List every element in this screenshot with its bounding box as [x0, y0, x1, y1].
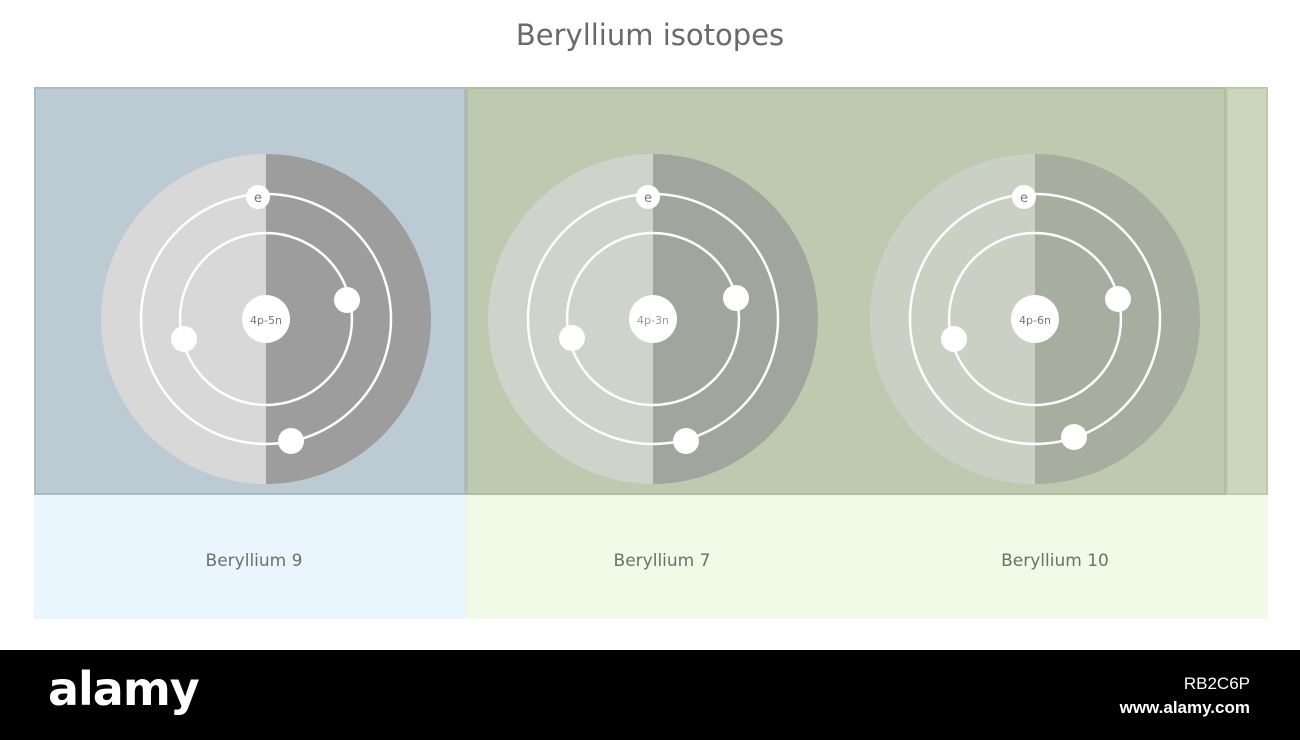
- image-id: RB2C6P: [1183, 674, 1250, 693]
- electron-marker: [636, 185, 660, 209]
- electron: [723, 285, 749, 311]
- electron: [334, 287, 360, 313]
- nucleus: [629, 295, 677, 343]
- atom-shadow-half: [1035, 154, 1200, 484]
- watermark-url: www.alamy.com: [1119, 698, 1250, 717]
- inner-orbit: [565, 231, 741, 407]
- atom-beryllium-7: e 4p-3n: [488, 154, 818, 484]
- atom-shadow-half: [653, 154, 818, 484]
- electron: [1061, 424, 1087, 450]
- electron: [941, 326, 967, 352]
- nucleus: [1011, 295, 1059, 343]
- electron: [559, 325, 585, 351]
- inner-orbit: [947, 231, 1123, 407]
- panel-edge-top: [1226, 87, 1268, 495]
- electron: [171, 326, 197, 352]
- electron-symbol: e: [1020, 191, 1028, 206]
- panel-green-label-area: [466, 495, 1268, 619]
- watermark-footer: alamy RB2C6P www.alamy.com: [0, 650, 1300, 740]
- panel-beryllium-9-label-area: [34, 495, 466, 619]
- atom-beryllium-10: e 4p-6n: [870, 154, 1200, 484]
- electron-symbol: e: [254, 191, 262, 206]
- nucleus: [242, 295, 290, 343]
- electron-symbol: e: [644, 191, 652, 206]
- diagram-title: Beryllium isotopes: [515, 18, 785, 52]
- electron: [278, 428, 304, 454]
- nucleus-label: 4p-6n: [1019, 314, 1051, 327]
- alamy-logo: alamy: [48, 662, 200, 716]
- electron-marker: [246, 185, 270, 209]
- nucleus-label: 4p-5n: [250, 314, 282, 327]
- atom-shadow-half: [266, 154, 431, 484]
- isotope-label-beryllium-9: Beryllium 9: [205, 551, 303, 571]
- nucleus-label: 4p-3n: [637, 314, 669, 327]
- electron: [673, 428, 699, 454]
- isotope-label-beryllium-10: Beryllium 10: [1001, 551, 1109, 571]
- inner-orbit: [178, 231, 354, 407]
- isotope-label-beryllium-7: Beryllium 7: [613, 551, 711, 571]
- electron-marker: [1012, 185, 1036, 209]
- atom-beryllium-9: e 4p-5n: [101, 154, 431, 484]
- electron: [1105, 286, 1131, 312]
